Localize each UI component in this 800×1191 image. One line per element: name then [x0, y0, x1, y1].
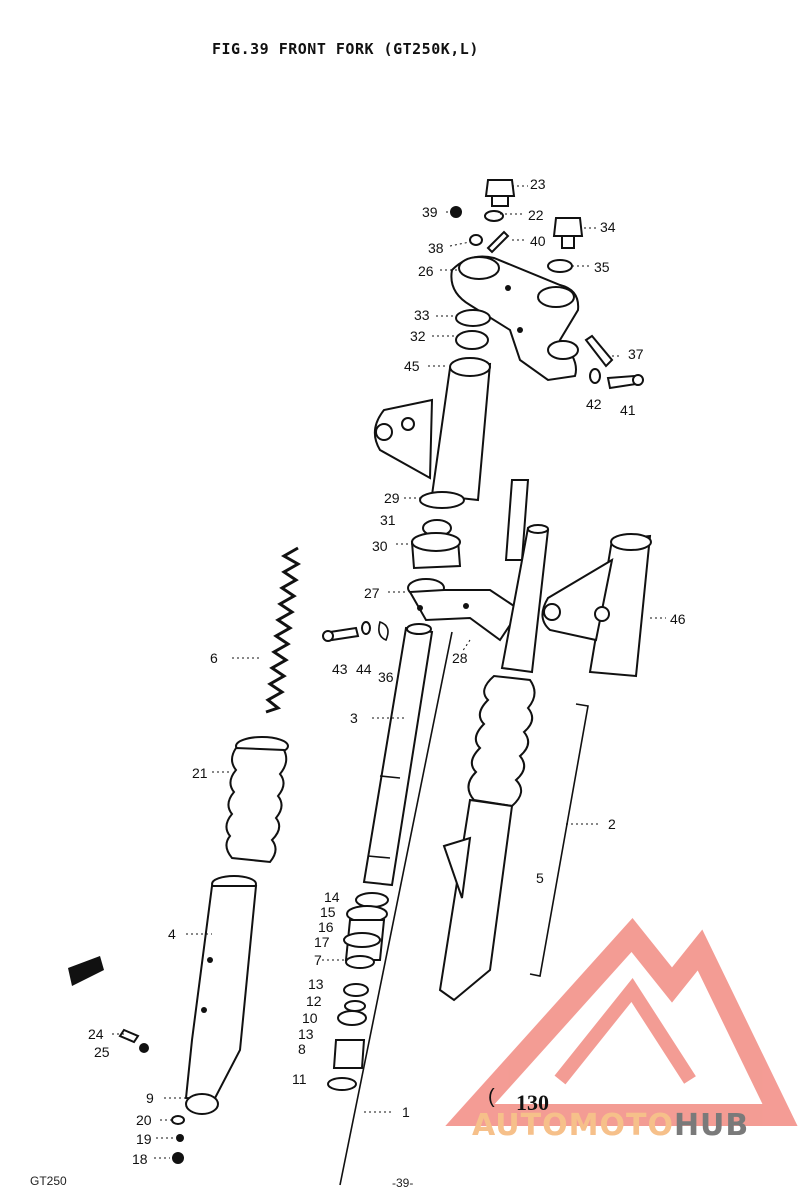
- label-16: 16: [318, 919, 334, 935]
- label-10: 10: [302, 1010, 318, 1026]
- label-15: 15: [320, 904, 336, 920]
- inner-tube-3: [362, 623, 434, 887]
- label-36: 36: [378, 669, 394, 685]
- label-19: 19: [136, 1131, 152, 1147]
- detail-piece: [68, 956, 104, 986]
- label-20: 20: [136, 1112, 152, 1128]
- label-25: 25: [94, 1044, 110, 1060]
- label-27: 27: [364, 585, 380, 601]
- label-33: 33: [414, 307, 430, 323]
- lower-bracket-27: [407, 578, 522, 642]
- label-11: 11: [292, 1071, 307, 1087]
- ring-32: [455, 330, 489, 350]
- label-45: 45: [404, 358, 420, 374]
- steering-stem-45: [373, 357, 492, 502]
- fork-boot-21: [225, 736, 289, 864]
- label-14: 14: [324, 889, 340, 905]
- label-38: 38: [428, 240, 444, 256]
- bracket-mark: (: [488, 1086, 495, 1108]
- label-8: 8: [298, 1041, 306, 1057]
- label-39: 39: [422, 204, 438, 220]
- leader-lines: [112, 185, 666, 1159]
- range-line-1: [339, 631, 453, 1186]
- label-2: 2: [608, 816, 616, 832]
- label-43: 43: [332, 661, 348, 677]
- headlight-bracket-46: [541, 533, 652, 678]
- ring-29: [419, 491, 465, 509]
- figure-title: FIG.39 FRONT FORK (GT250K,L): [212, 40, 479, 58]
- label-41: 41: [620, 402, 636, 418]
- label-5: 5: [536, 870, 544, 886]
- label-37: 37: [628, 346, 644, 362]
- label-13b: 13: [298, 1026, 314, 1042]
- label-9: 9: [146, 1090, 154, 1106]
- screw-25: [139, 1043, 149, 1053]
- label-46: 46: [670, 611, 686, 627]
- fork-spring-6: [265, 546, 302, 714]
- bolt-41: [606, 374, 638, 390]
- damper-parts-stack: [327, 892, 389, 1091]
- washer-44: [361, 621, 371, 635]
- cap-bolt-23: [484, 179, 516, 222]
- label-34: 34: [600, 219, 616, 235]
- label-23: 23: [530, 176, 546, 192]
- label-21: 21: [192, 765, 208, 781]
- washer-42: [589, 368, 601, 384]
- label-31: 31: [380, 512, 396, 528]
- label-29: 29: [384, 490, 400, 506]
- page-center-mark: -39-: [392, 1176, 414, 1190]
- label-3: 3: [350, 710, 358, 726]
- screw-24: [118, 1028, 140, 1044]
- cap-bolt-34: [552, 217, 584, 249]
- label-6: 6: [210, 650, 218, 666]
- label-18: 18: [132, 1151, 148, 1167]
- label-42: 42: [586, 396, 602, 412]
- upper-bracket-26: [450, 255, 580, 382]
- label-32: 32: [410, 328, 426, 344]
- watermark-part2: HUB: [673, 1108, 750, 1143]
- label-13a: 13: [308, 976, 324, 992]
- washer-35: [547, 259, 573, 273]
- washer-19: [176, 1134, 184, 1142]
- watermark-text: AUTOMOTOHUB: [472, 1108, 749, 1143]
- watermark-logo: [445, 918, 798, 1126]
- label-1: 1: [402, 1104, 410, 1120]
- nut-18: [172, 1152, 184, 1164]
- model-code: GT250: [30, 1174, 67, 1188]
- label-12: 12: [306, 993, 322, 1009]
- label-30: 30: [372, 538, 388, 554]
- label-7: 7: [314, 952, 322, 968]
- washer-20: [171, 1115, 185, 1125]
- page-number: 130: [516, 1090, 549, 1115]
- label-17: 17: [314, 934, 330, 950]
- ring-33: [455, 309, 491, 327]
- label-4: 4: [168, 926, 176, 942]
- label-24: 24: [88, 1026, 104, 1042]
- fork-assembly-right: [438, 479, 550, 1002]
- bolt-37: [584, 334, 614, 368]
- label-40: 40: [530, 233, 546, 249]
- watermark-part1: AUTOMOTO: [472, 1108, 674, 1143]
- washer-38: [469, 234, 483, 246]
- clip-36: [378, 620, 389, 642]
- bolt-40: [486, 230, 510, 254]
- label-22: 22: [528, 207, 544, 223]
- range-bracket-2: [529, 703, 589, 977]
- bolt-43: [328, 626, 360, 642]
- label-26: 26: [418, 263, 434, 279]
- nut-39: [450, 206, 462, 218]
- label-44: 44: [356, 661, 372, 677]
- label-28: 28: [452, 650, 468, 666]
- label-35: 35: [594, 259, 610, 275]
- outer-tube-4: [184, 875, 258, 1115]
